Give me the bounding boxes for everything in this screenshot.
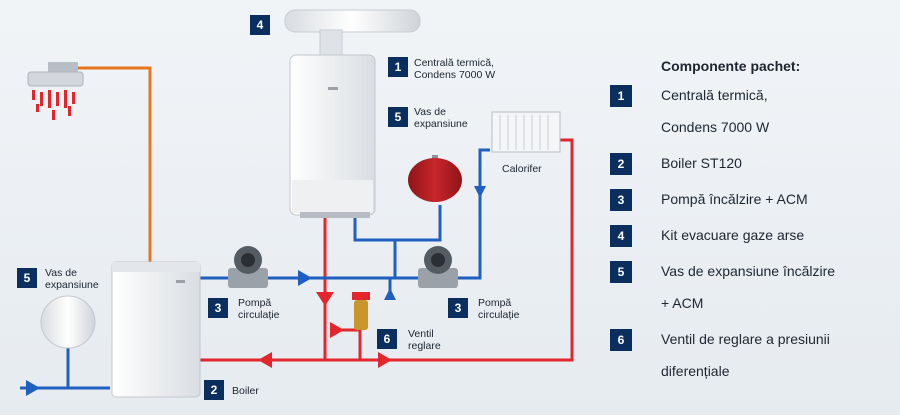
hot-arrow-right-2 <box>378 352 392 368</box>
label-centrala-line1: Centrală termică, <box>414 57 494 69</box>
cold-arrow-up <box>384 288 396 300</box>
label-pompa-left: Pompă circulație <box>238 297 279 321</box>
component-item: 1 Centrală termică, Condens 7000 W <box>610 84 890 143</box>
component-item: 3 Pompă încălzire + ACM <box>610 188 890 215</box>
hot-water-cylinder <box>111 261 201 398</box>
component-badge: 1 <box>610 85 632 107</box>
component-text: Boiler ST120 <box>661 147 742 179</box>
component-line2: diferențiale <box>661 363 730 379</box>
component-text: Ventil de reglare a presiunii diferenția… <box>661 323 830 387</box>
label-pompa-left-line2: circulație <box>238 309 280 321</box>
flue-line <box>70 66 152 262</box>
label-centrala-line2: Condens 7000 W <box>414 69 496 81</box>
label-pompa-right: Pompă circulație <box>478 297 519 321</box>
expansion-tank-red <box>408 155 462 202</box>
cold-arrow-down <box>474 186 486 198</box>
component-text: Centrală termică, Condens 7000 W <box>661 79 769 143</box>
label-ventil-line1: Ventil <box>408 328 434 340</box>
label-ventil-line2: reglare <box>408 340 441 352</box>
radiator <box>491 111 561 153</box>
hot-arrow-right-1 <box>330 322 344 338</box>
component-item: 2 Boiler ST120 <box>610 152 890 179</box>
component-line1: Vas de expansiune încălzire <box>661 263 836 279</box>
label-vas-left: Vas de expansiune <box>45 267 99 291</box>
component-line1: Ventil de reglare a presiunii <box>661 331 830 347</box>
label-vas-left-line2: expansiune <box>45 279 99 291</box>
cold-arrow-right-1 <box>298 270 312 286</box>
component-badge: 5 <box>610 261 632 283</box>
flue-kit <box>284 9 421 56</box>
components-list: Componente pachet: 1 Centrală termică, C… <box>610 58 890 396</box>
badge-ventil: 6 <box>377 329 397 349</box>
badge-pompa-right: 3 <box>448 298 468 318</box>
component-line1: Kit evacuare gaze arse <box>661 227 805 243</box>
hot-arrow-left <box>258 352 272 368</box>
label-pompa-right-line2: circulație <box>478 309 520 321</box>
component-badge: 4 <box>610 225 632 247</box>
label-vas-top-line2: expansiune <box>414 118 468 130</box>
badge-boiler: 2 <box>204 380 224 400</box>
hot-arrow-down <box>316 292 334 306</box>
label-centrala: Centrală termică, Condens 7000 W <box>414 57 495 81</box>
component-item: 6 Ventil de reglare a presiunii diferenț… <box>610 328 890 387</box>
component-badge: 6 <box>610 329 632 351</box>
badge-vas-top: 5 <box>388 107 408 127</box>
badge-flue: 4 <box>250 15 270 35</box>
component-line2: Condens 7000 W <box>661 119 770 135</box>
expansion-tank-white <box>40 295 96 349</box>
cold-arrow-inlet <box>26 380 40 396</box>
label-vas-top-line1: Vas de <box>414 106 446 118</box>
component-badge: 2 <box>610 153 632 175</box>
component-line1: Centrală termică, <box>661 87 768 103</box>
badge-centrala: 1 <box>388 57 408 77</box>
component-item: 4 Kit evacuare gaze arse <box>610 224 890 251</box>
pressure-valve <box>352 292 370 330</box>
badge-vas-left: 5 <box>17 268 37 288</box>
label-vas-left-line1: Vas de <box>45 267 77 279</box>
component-text: Vas de expansiune încălzire + ACM <box>661 255 835 319</box>
label-pompa-left-line1: Pompă <box>238 297 272 309</box>
component-line2: + ACM <box>661 295 704 311</box>
component-badge: 3 <box>610 189 632 211</box>
wall-boiler-unit <box>289 54 376 218</box>
component-line1: Boiler ST120 <box>661 155 742 171</box>
pump-left <box>228 246 268 288</box>
component-text: Pompă încălzire + ACM <box>661 183 808 215</box>
component-text: Kit evacuare gaze arse <box>661 219 804 251</box>
label-vas-top: Vas de expansiune <box>414 106 468 130</box>
pump-right <box>418 246 458 288</box>
component-item: 5 Vas de expansiune încălzire + ACM <box>610 260 890 319</box>
shower-head <box>27 62 84 120</box>
label-ventil: Ventil reglare <box>408 328 441 352</box>
component-line1: Pompă încălzire + ACM <box>661 191 808 207</box>
components-title: Componente pachet: <box>661 58 801 74</box>
label-pompa-right-line1: Pompă <box>478 297 512 309</box>
badge-pompa-left: 3 <box>208 298 228 318</box>
label-boiler: Boiler <box>232 385 259 397</box>
label-calorifer: Calorifer <box>502 163 542 175</box>
